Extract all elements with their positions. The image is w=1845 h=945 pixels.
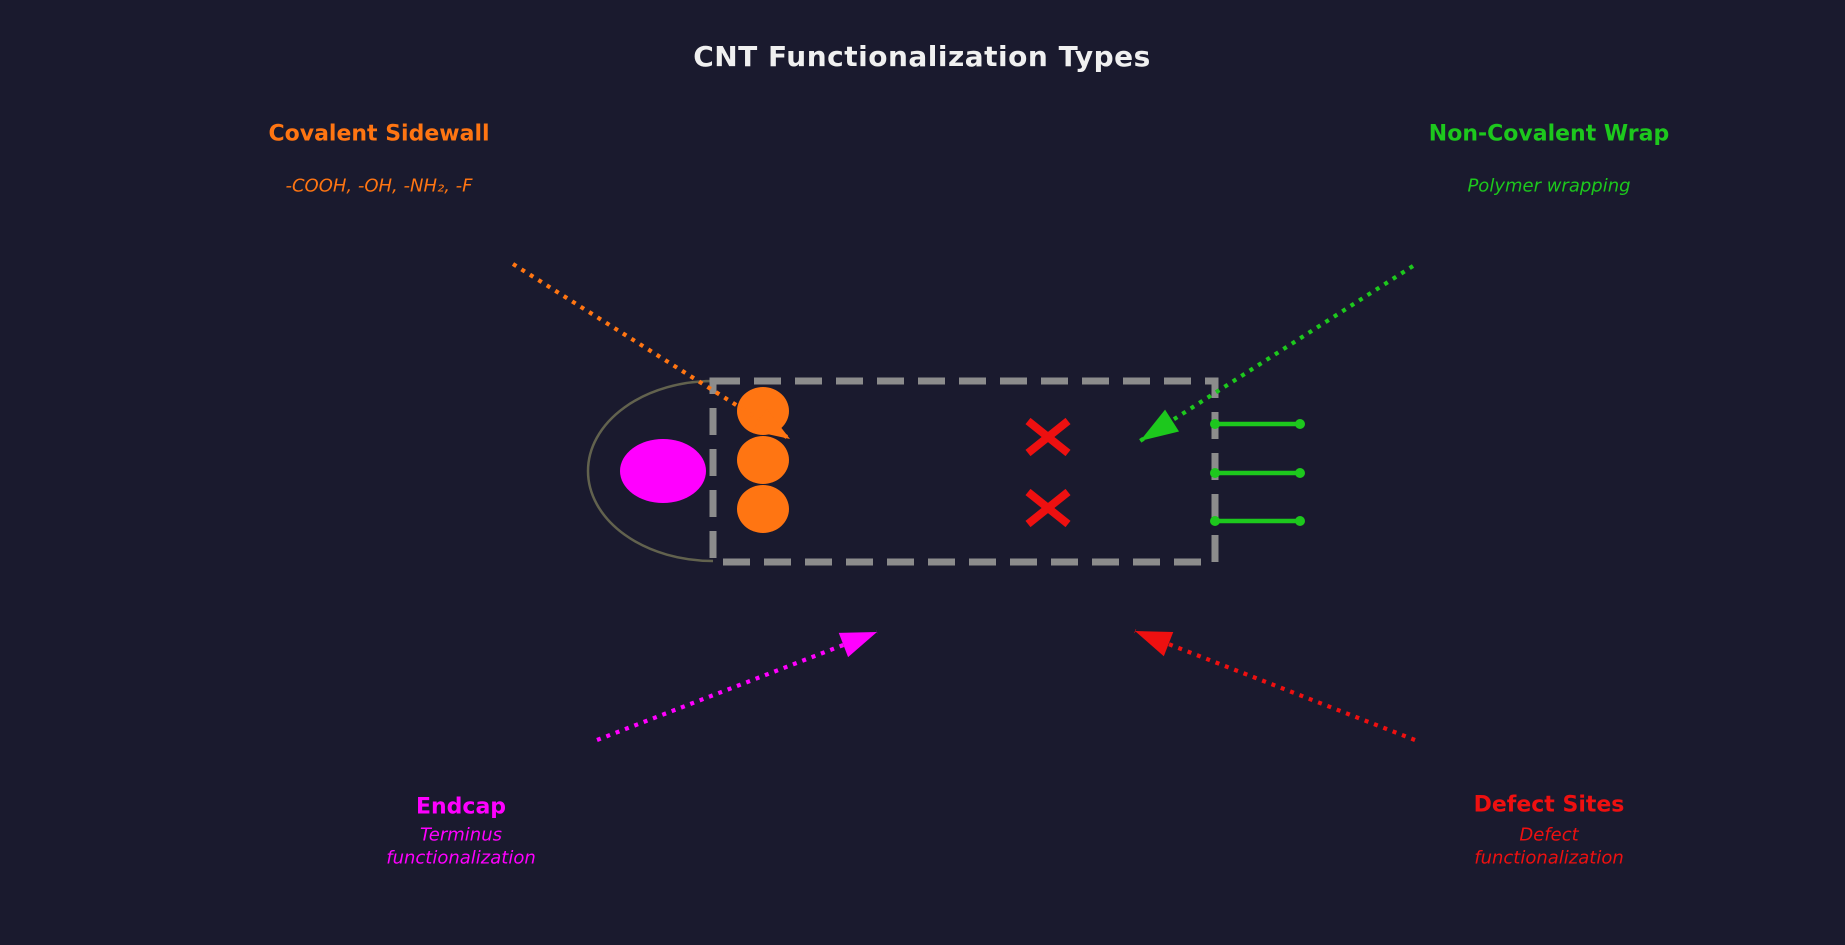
figure-title: CNT Functionalization Types — [693, 39, 1151, 73]
defect-sites-label: Defect Sites — [1473, 792, 1625, 818]
polymer-strand — [1210, 419, 1305, 429]
endcap-label: Endcap — [415, 794, 507, 820]
arrowhead-icon — [752, 408, 790, 439]
non-covalent-wrap-label: Non-Covalent Wrap — [1428, 121, 1670, 147]
endcap-group-ellipse — [620, 439, 706, 503]
arrowhead-icon — [1135, 631, 1174, 657]
endcap-sublabel: Terminus functionalization — [386, 824, 536, 869]
polymer-strand — [1210, 468, 1305, 478]
covalent-sidewall-sublabel: -COOH, -OH, -NH₂, -F — [285, 175, 473, 197]
arrowhead-icon — [1140, 409, 1180, 441]
arrowhead-icon — [838, 632, 877, 658]
covalent-sidewall-label: Covalent Sidewall — [268, 121, 490, 147]
strand-endpoint — [1210, 468, 1220, 478]
defect-x-icon — [1025, 488, 1071, 528]
covalent-sidewall-arrow — [511, 262, 792, 441]
strand-endpoint — [1295, 516, 1305, 526]
strand-endpoint — [1210, 516, 1220, 526]
non-covalent-wrap-arrow — [1138, 264, 1415, 443]
functional-group-dot — [737, 436, 789, 484]
defect-x-icon — [1025, 417, 1071, 457]
strand-endpoint — [1295, 419, 1305, 429]
polymer-strand — [1210, 516, 1305, 526]
strand-endpoint — [1295, 468, 1305, 478]
endcap-arrow — [596, 630, 878, 742]
non-covalent-wrap-sublabel: Polymer wrapping — [1467, 175, 1631, 197]
nanotube-endcap-arc — [586, 379, 714, 563]
strand-endpoint — [1210, 419, 1220, 429]
defect-sites-sublabel: Defect functionalization — [1474, 824, 1624, 869]
functional-group-dot — [737, 485, 789, 533]
defect-sites-arrow — [1134, 629, 1416, 742]
